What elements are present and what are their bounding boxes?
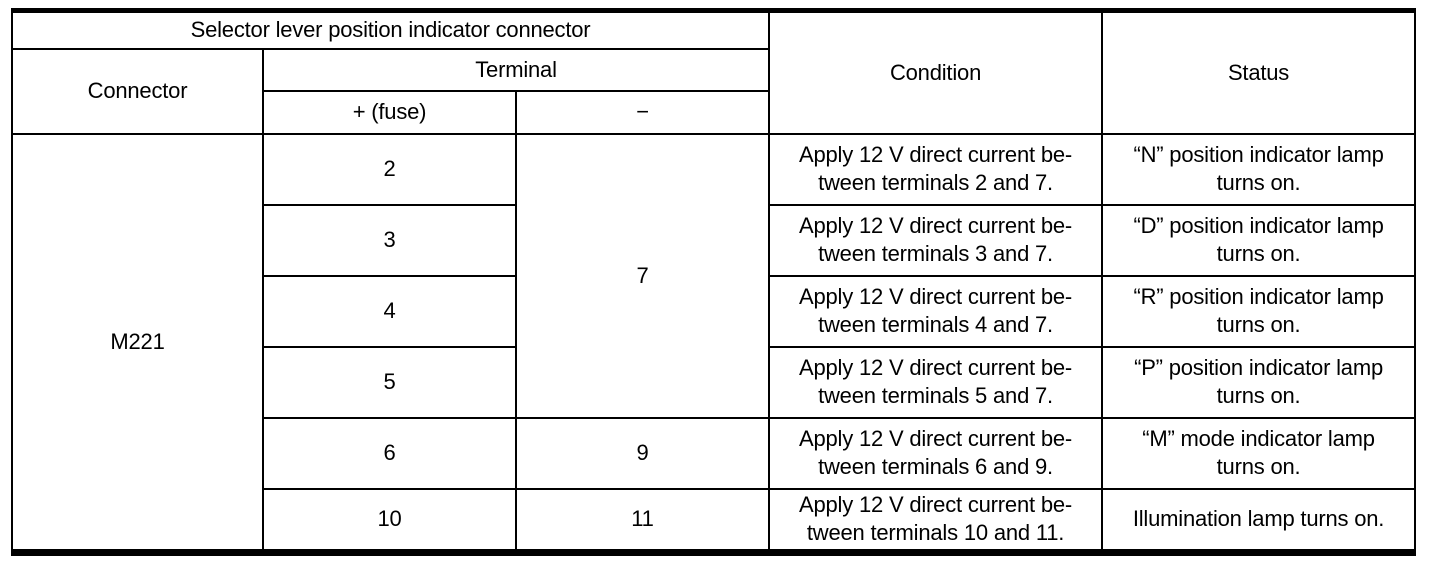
condition-cell: Apply 12 V direct current be- tween term… — [768, 416, 1104, 490]
terminal-plus-cell: 4 — [262, 274, 517, 348]
header-row-group: Selector lever position indicator connec… — [10, 9, 1417, 135]
condition-cell: Apply 12 V direct current be- tween term… — [768, 345, 1104, 419]
column-header-plus-fuse: + (fuse) — [262, 89, 517, 135]
status-cell: “N” position indicator lamp turns on. — [1101, 132, 1417, 206]
table-row: 4 Apply 12 V direct current be- tween te… — [12, 274, 1417, 348]
status-cell: Illumination lamp turns on. — [1101, 487, 1417, 554]
condition-cell: Apply 12 V direct current be- tween term… — [768, 203, 1104, 277]
terminal-plus-cell: 3 — [262, 203, 517, 277]
condition-cell: Apply 12 V direct current be- tween term… — [768, 132, 1104, 206]
terminal-plus-cell: 10 — [262, 487, 517, 554]
terminal-minus-cell: 9 — [514, 416, 771, 490]
terminal-plus-cell: 6 — [262, 416, 517, 490]
condition-cell: Apply 12 V direct current be- tween term… — [768, 487, 1104, 554]
condition-cell: Apply 12 V direct current be- tween term… — [768, 274, 1104, 348]
status-cell: “R” position indicator lamp turns on. — [1101, 274, 1417, 348]
terminal-plus-cell: 5 — [262, 345, 517, 419]
table-row: M221 2 7 Apply 12 V direct current be- t… — [11, 132, 1417, 554]
terminal-minus-cell: 7 — [514, 132, 771, 419]
table-row: 3 Apply 12 V direct current be- tween te… — [12, 203, 1417, 277]
status-cell: “P” position indicator lamp turns on. — [1101, 345, 1417, 419]
column-header-status: Status — [1101, 9, 1417, 135]
terminal-check-table: Selector lever position indicator connec… — [10, 8, 1417, 556]
column-header-terminal: Terminal — [261, 47, 771, 92]
header-row-terminal: Connector Terminal — [11, 47, 1415, 135]
terminal-plus-cell: 2 — [262, 132, 517, 206]
group-header-cell: Selector lever position indicator connec… — [10, 9, 771, 50]
header-row-polarity: + (fuse) − — [12, 89, 1415, 135]
column-header-connector: Connector — [11, 47, 264, 135]
table-row: 5 Apply 12 V direct current be- tween te… — [12, 345, 1417, 419]
connector-value-cell: M221 — [11, 132, 264, 554]
table-row: 10 11 Apply 12 V direct current be- twee… — [12, 487, 1417, 554]
table-row: 6 9 Apply 12 V direct current be- tween … — [12, 416, 1417, 490]
terminal-minus-cell: 11 — [514, 487, 771, 554]
column-header-minus: − — [514, 89, 771, 135]
status-cell: “D” position indicator lamp turns on. — [1101, 203, 1417, 277]
column-header-condition: Condition — [768, 9, 1104, 135]
status-cell: “M” mode indicator lamp turns on. — [1101, 416, 1417, 490]
